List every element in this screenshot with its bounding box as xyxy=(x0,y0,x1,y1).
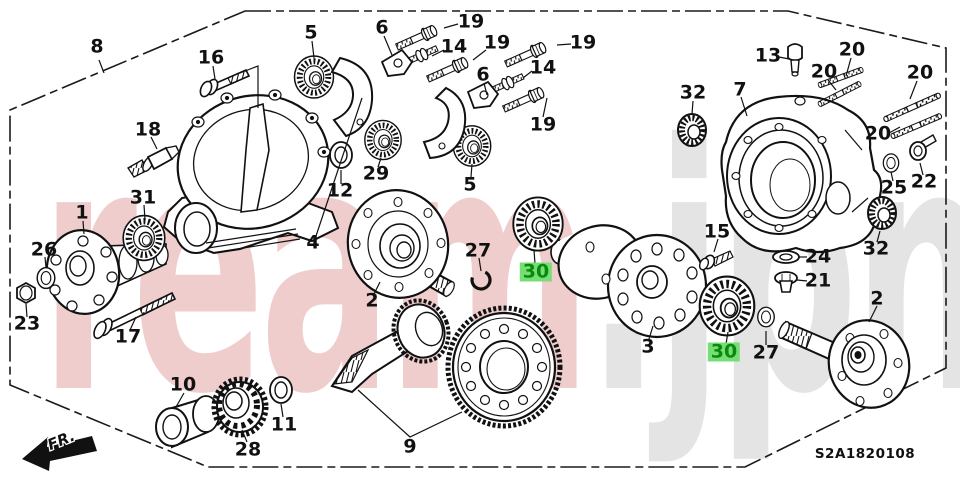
leader-line xyxy=(383,35,393,56)
leader-line xyxy=(431,49,445,57)
leader-line xyxy=(888,126,901,134)
pinion-spacer xyxy=(155,395,220,449)
plug-32a xyxy=(678,114,706,146)
washer-27b xyxy=(757,306,775,328)
leader-line xyxy=(542,97,548,118)
nut-23 xyxy=(16,281,36,305)
leader-line xyxy=(648,325,654,340)
carrier-housing xyxy=(162,89,340,255)
leader-line xyxy=(82,220,85,235)
leader-line xyxy=(740,96,748,117)
leader-line xyxy=(443,23,459,29)
leader-line xyxy=(845,57,852,77)
border-frame xyxy=(9,10,947,468)
leader-line xyxy=(472,49,487,61)
leader-line xyxy=(373,281,381,295)
leader-line xyxy=(212,65,216,80)
bolt-15 xyxy=(698,250,734,271)
leader-line xyxy=(143,204,146,221)
leader-line xyxy=(919,162,924,176)
pinion-shaft xyxy=(330,298,451,394)
leader-line xyxy=(909,80,918,100)
leader-line xyxy=(533,249,536,265)
sensor-18 xyxy=(127,145,180,178)
leader-line xyxy=(778,56,790,60)
bearing-31 xyxy=(123,216,165,261)
leader-line xyxy=(796,279,808,282)
ring-gear xyxy=(445,305,563,429)
plug-32b xyxy=(868,197,896,229)
leader-line xyxy=(827,79,837,91)
bearing-cap-b xyxy=(422,86,467,160)
washer-11 xyxy=(269,376,293,404)
washer-25 xyxy=(882,153,900,173)
washer-12 xyxy=(329,141,353,169)
leader-line xyxy=(241,429,248,443)
leader-line xyxy=(239,65,259,108)
leader-line xyxy=(357,389,463,438)
leader-line xyxy=(522,70,533,79)
leader-line xyxy=(315,97,363,237)
bolt-19c xyxy=(502,40,549,71)
rear-cover-housing xyxy=(720,94,883,254)
washer-26 xyxy=(36,266,56,290)
leader-line xyxy=(44,256,47,269)
bearing-30b xyxy=(700,277,755,336)
hub-flange xyxy=(45,229,169,315)
bolt-16 xyxy=(199,68,251,98)
fr-arrow: FR. xyxy=(22,426,97,471)
leader-line xyxy=(478,257,482,272)
leader-line xyxy=(556,43,572,46)
bracket-6b xyxy=(466,80,500,109)
leader-line xyxy=(691,100,694,115)
bearing-cap-a xyxy=(330,56,374,138)
bolt-17 xyxy=(93,291,177,340)
leader-line xyxy=(175,392,185,408)
leader-line xyxy=(890,171,894,182)
leader-line xyxy=(280,403,284,418)
leader-line xyxy=(129,316,137,331)
leader-line xyxy=(98,59,105,74)
stud-20d xyxy=(889,112,943,140)
side-cover-and-flange xyxy=(346,189,455,299)
bracket-6a xyxy=(380,48,414,77)
leader-line xyxy=(311,40,315,59)
output-flange-right xyxy=(778,319,911,409)
leader-lines xyxy=(25,23,924,443)
leader-line xyxy=(876,230,881,243)
washer-24 xyxy=(772,250,800,264)
bearing-5a xyxy=(295,56,334,98)
leader-line xyxy=(483,82,488,96)
leader-line xyxy=(868,305,878,323)
leader-line xyxy=(470,163,473,178)
bearing-30a xyxy=(513,197,562,250)
leader-line xyxy=(713,238,719,253)
bolt-19b xyxy=(424,55,471,86)
breather-13 xyxy=(787,43,803,77)
bearing-28 xyxy=(211,376,269,438)
diff-case xyxy=(550,222,708,339)
leader-line xyxy=(25,303,28,318)
diagram-code: S2A1820108 xyxy=(815,446,915,462)
clip-27a xyxy=(470,269,492,291)
leader-line xyxy=(377,157,382,168)
plug-21 xyxy=(774,271,798,293)
leader-line xyxy=(725,331,729,345)
bearing-29 xyxy=(365,120,401,159)
leader-line xyxy=(150,136,158,150)
bolt-22 xyxy=(909,134,937,161)
